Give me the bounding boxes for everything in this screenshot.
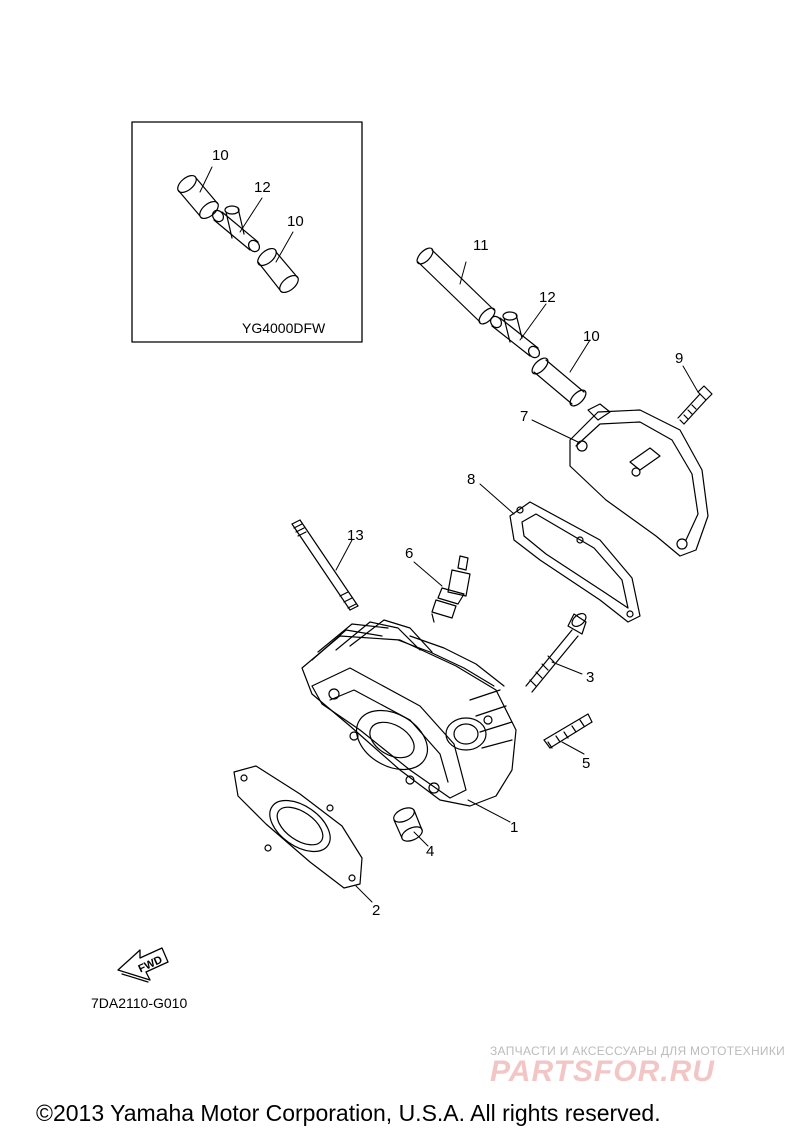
inset-box: YG4000DFW 10 12 10 <box>131 121 363 343</box>
bolt-3 <box>525 612 587 693</box>
callout-12: 12 <box>539 289 556 306</box>
inset-callout-10-bottom: 10 <box>287 213 304 230</box>
hose-11 <box>416 247 496 325</box>
spark-plug-6 <box>413 555 471 623</box>
callout-3: 3 <box>586 669 594 686</box>
inset-t-joint <box>211 205 261 253</box>
tube-10 <box>531 339 591 407</box>
watermark-tagline: ЗАПЧАСТИ И АКСЕССУАРЫ ДЛЯ МОТОТЕХНИКИ <box>490 1044 786 1058</box>
cover-7 <box>531 403 709 557</box>
callout-8: 8 <box>467 471 475 488</box>
callout-11: 11 <box>473 237 489 254</box>
inset-callout-10-top: 10 <box>212 147 229 164</box>
dowel-pin-4 <box>393 807 429 847</box>
callout-13: 13 <box>347 527 364 544</box>
copyright-notice: ©2013 Yamaha Motor Corporation, U.S.A. A… <box>36 1100 661 1126</box>
t-joint-12 <box>489 303 547 359</box>
callout-5: 5 <box>582 755 590 772</box>
inset-callout-12: 12 <box>254 179 271 196</box>
watermark-logo: PARTSFOR.RU <box>490 1055 715 1088</box>
inset-tube-bottom <box>257 247 299 294</box>
callout-9: 9 <box>675 350 683 367</box>
gasket-8 <box>479 483 641 623</box>
cylinder-head-1 <box>301 619 517 823</box>
inset-tube-top <box>177 174 219 220</box>
diagram-code: 7DA2110-G010 <box>91 995 188 1011</box>
callout-1: 1 <box>510 819 518 836</box>
callout-2: 2 <box>372 902 380 919</box>
stud-13 <box>291 519 359 611</box>
head-gasket-2 <box>233 765 373 903</box>
callout-4: 4 <box>426 843 434 860</box>
fwd-arrow-icon: FWD <box>117 947 169 983</box>
callout-10: 10 <box>583 328 600 345</box>
callout-7: 7 <box>520 408 528 425</box>
callout-6: 6 <box>405 545 413 562</box>
inset-code-label: YG4000DFW <box>242 320 326 336</box>
stud-5 <box>543 713 593 755</box>
bolt-9 <box>677 365 713 425</box>
